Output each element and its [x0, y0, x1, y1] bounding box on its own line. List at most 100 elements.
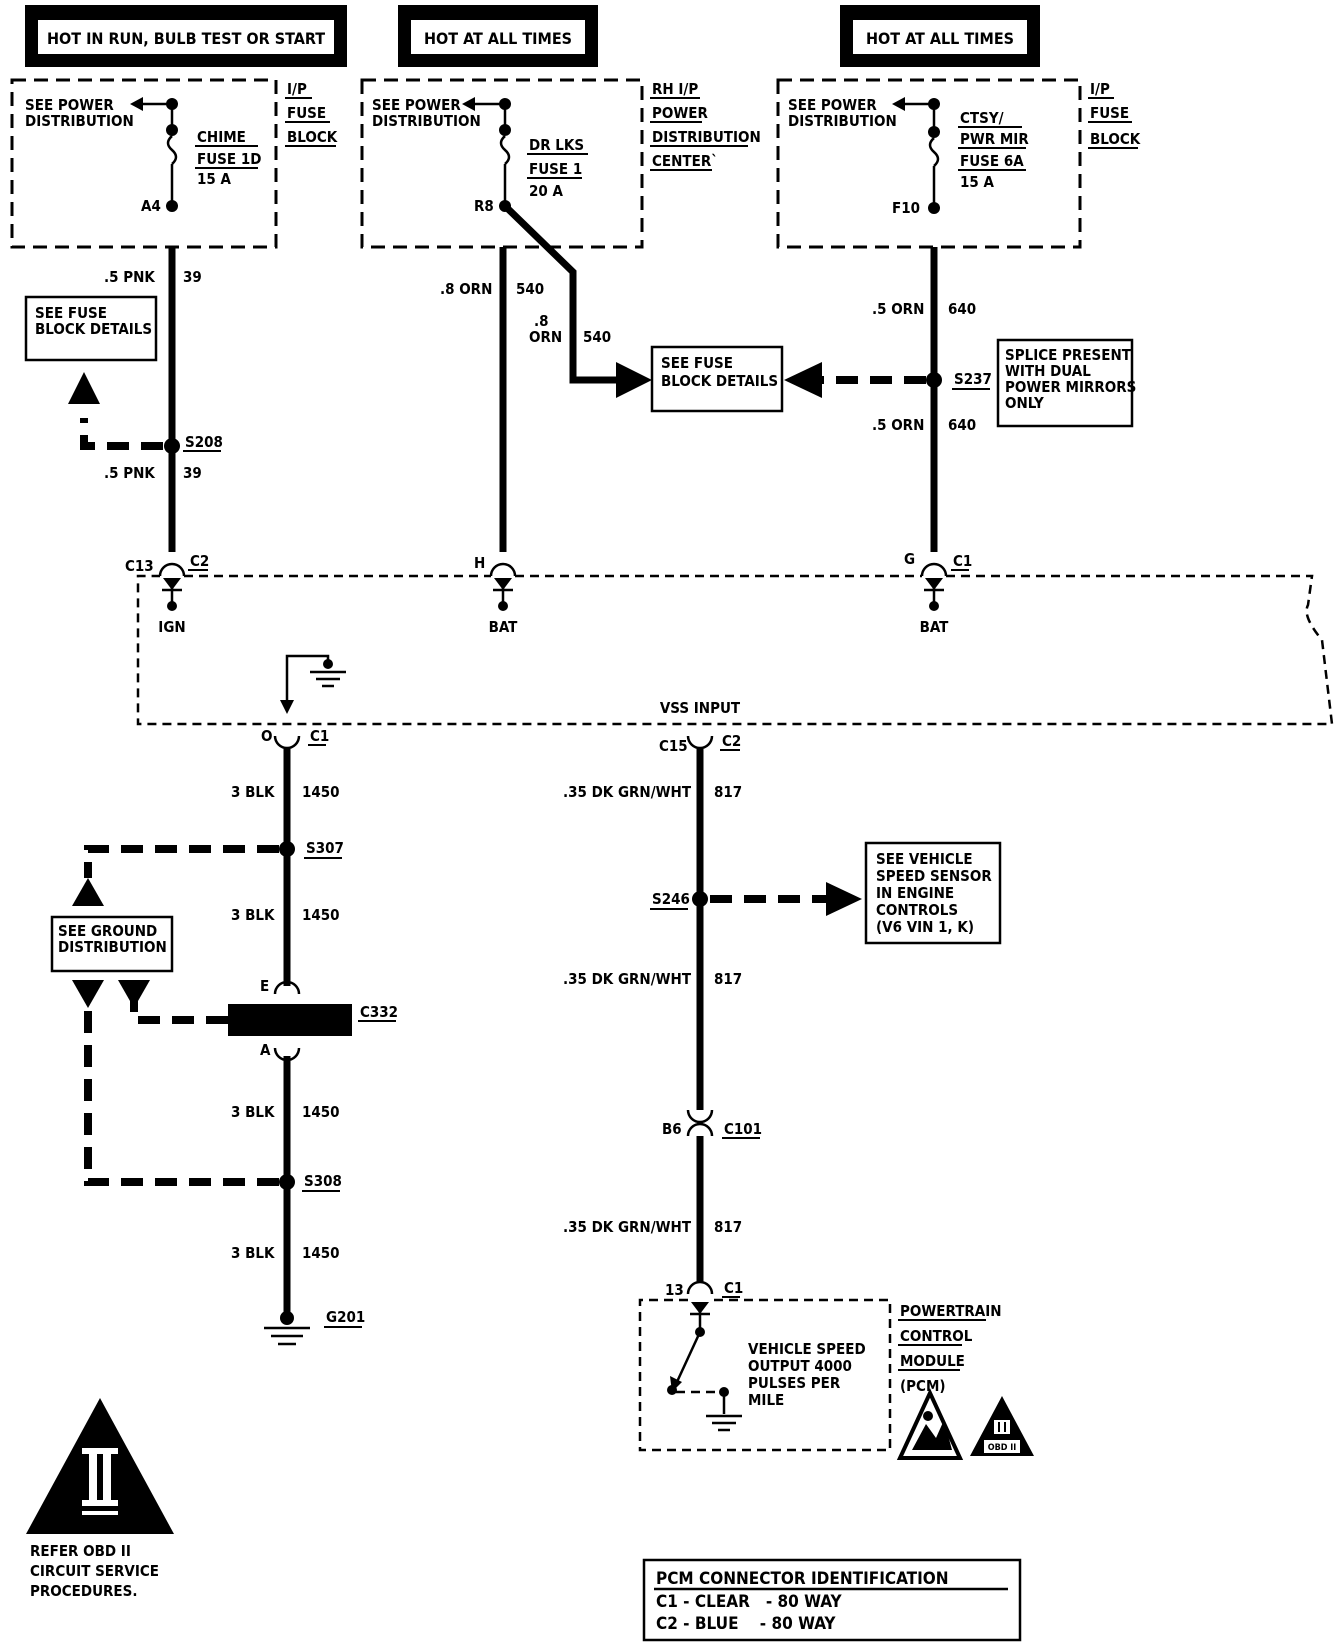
conn-g: G — [904, 550, 915, 568]
header-right: HOT AT ALL TIMES — [840, 5, 1040, 67]
pcm-name-2: CONTROL — [900, 1327, 973, 1345]
fuse-right-icon — [928, 137, 940, 167]
vss-note-box: SEE VEHICLE SPEED SENSOR IN ENGINE CONTR… — [864, 841, 1002, 945]
conn-13: 13 — [665, 1281, 684, 1299]
fuse-mid-block-3: DISTRIBUTION — [652, 128, 761, 146]
wire-grn-2-circuit: 817 — [714, 970, 742, 988]
wire-blk-2-circuit: 1450 — [302, 906, 340, 924]
fuse-mid-number: FUSE 1 — [529, 160, 582, 178]
ground-dist-1: SEE GROUND — [58, 922, 157, 940]
wire-blk-2-label: 3 BLK — [231, 906, 275, 924]
arrow-down-icon — [118, 980, 150, 1008]
fuse-mid-see-1: SEE POWER — [372, 96, 461, 114]
splice-s246 — [692, 891, 708, 907]
vss-note-1: SEE VEHICLE — [876, 850, 973, 868]
fuse-left-name: CHIME — [197, 128, 246, 146]
vss-note-2: SPEED SENSOR — [876, 867, 992, 885]
circuit-1450: O C1 3 BLK 1450 S307 3 BLK 1450 E A C332… — [72, 727, 398, 1346]
fuse-mid-block-4: CENTER` — [652, 152, 718, 170]
header-left: HOT IN RUN, BULB TEST OR START — [25, 5, 347, 67]
splice-s237-label: S237 — [954, 370, 992, 388]
wire-grn-3-label: .35 DK GRN/WHT — [563, 1218, 692, 1236]
fuse-details-left-1: SEE FUSE — [35, 304, 107, 322]
conn-c15: C15 — [659, 737, 688, 755]
header-right-text: HOT AT ALL TIMES — [866, 29, 1014, 48]
arrow-down-icon — [280, 700, 294, 714]
wire-grn-2-label: .35 DK GRN/WHT — [563, 970, 692, 988]
conn-c332: C332 — [360, 1003, 398, 1021]
splice-s237 — [926, 372, 942, 388]
ground-g201: G201 — [326, 1308, 365, 1326]
obd-badge-icon: OBD II — [970, 1396, 1034, 1456]
wire-blk-3-circuit: 1450 — [302, 1103, 340, 1121]
fuse-left-see-1: SEE POWER — [25, 96, 114, 114]
conn-e: E — [260, 977, 269, 995]
pcm-connector-table: PCM CONNECTOR IDENTIFICATION C1 - CLEAR … — [642, 1558, 1022, 1642]
arrow-down-icon — [72, 980, 104, 1008]
fuse-mid-block-1: RH I/P — [652, 80, 698, 98]
wire-blk-4-label: 3 BLK — [231, 1244, 275, 1262]
splice-s307 — [279, 841, 295, 857]
wire-orn-r1-circuit: 640 — [948, 300, 976, 318]
fuse-box-right: SEE POWER DISTRIBUTION F10 CTSY/ PWR MIR… — [776, 78, 1141, 249]
conn-ign: IGN — [158, 618, 185, 636]
splice-s246-label: S246 — [652, 890, 690, 908]
wire-orn-branch-1: .8 — [534, 312, 549, 330]
wire-pnk-1-label: .5 PNK — [104, 268, 155, 286]
wire-pnk-1-circuit: 39 — [183, 268, 202, 286]
splice-s307-label: S307 — [306, 839, 344, 857]
pcm-name-4: (PCM) — [900, 1377, 946, 1395]
fuse-right-block-2: FUSE — [1090, 104, 1129, 122]
splice-note-3: POWER MIRRORS — [1005, 378, 1136, 396]
fuse-left-amps: 15 A — [197, 170, 231, 188]
fuse-right-number: FUSE 6A — [960, 152, 1024, 170]
fuse-details-box-left: SEE FUSE BLOCK DETAILS — [24, 295, 158, 362]
wire-orn-branch-circuit: 540 — [583, 328, 611, 346]
fuse-right-see-1: SEE POWER — [788, 96, 877, 114]
fuse-mid-pin: R8 — [474, 197, 494, 215]
splice-note-4: ONLY — [1005, 394, 1044, 412]
cluster-connectors: C13 C2 IGN H BAT G C1 BAT — [125, 550, 1334, 726]
connector-c332 — [228, 1004, 352, 1036]
obd-note-1: REFER OBD II — [30, 1542, 131, 1560]
wire-blk-4-circuit: 1450 — [302, 1244, 340, 1262]
obd-note-3: PROCEDURES. — [30, 1582, 138, 1600]
wire-blk-3-label: 3 BLK — [231, 1103, 275, 1121]
fuse-right-amps: 15 A — [960, 173, 994, 191]
circuit-540: .8 ORN 540 .8 ORN 540 — [440, 203, 652, 552]
arrow-right-icon — [826, 882, 862, 916]
wire-orn-r2-label: .5 ORN — [872, 416, 924, 434]
pcm-name-3: MODULE — [900, 1352, 965, 1370]
fuse-left-see-2: DISTRIBUTION — [25, 112, 134, 130]
obd-triangle-icon — [26, 1398, 174, 1534]
vss-note-5: (V6 VIN 1, K) — [876, 918, 974, 936]
wire-grn-1-label: .35 DK GRN/WHT — [563, 783, 692, 801]
wire-blk-1-circuit: 1450 — [302, 783, 340, 801]
splice-note-box: SPLICE PRESENT WITH DUAL POWER MIRRORS O… — [996, 338, 1136, 428]
arrow-up-icon — [72, 878, 104, 906]
fuse-details-left-2: BLOCK DETAILS — [35, 320, 152, 338]
fuse-details-mid-2: BLOCK DETAILS — [661, 372, 778, 390]
arrow-right-icon — [616, 362, 652, 398]
pcm-id-row1: C1 - CLEAR - 80 WAY — [656, 1592, 842, 1612]
wire-orn-r1-label: .5 ORN — [872, 300, 924, 318]
splice-s308-label: S308 — [304, 1172, 342, 1190]
wire-orn-r2-circuit: 640 — [948, 416, 976, 434]
ground-dist-2: DISTRIBUTION — [58, 938, 167, 956]
conn-o: O — [261, 727, 272, 745]
vss-note-4: CONTROLS — [876, 901, 958, 919]
wire-grn-3-circuit: 817 — [714, 1218, 742, 1236]
pcm-id-title: PCM CONNECTOR IDENTIFICATION — [656, 1569, 949, 1589]
fuse-mid-amps: 20 A — [529, 182, 563, 200]
conn-c1: C1 — [953, 552, 972, 570]
wire-pnk-2-circuit: 39 — [183, 464, 202, 482]
fuse-details-box-mid: SEE FUSE BLOCK DETAILS — [650, 345, 784, 413]
obd-note-2: CIRCUIT SERVICE — [30, 1562, 159, 1580]
circuit-39: .5 PNK 39 S208 .5 PNK 39 — [68, 247, 223, 552]
pcm-output-2: OUTPUT 4000 — [748, 1357, 852, 1375]
wire-orn-1-label: .8 ORN — [440, 280, 492, 298]
splice-s308 — [279, 1174, 295, 1190]
wire-grn-1-circuit: 817 — [714, 783, 742, 801]
fuse-right-block-3: BLOCK — [1090, 130, 1141, 148]
